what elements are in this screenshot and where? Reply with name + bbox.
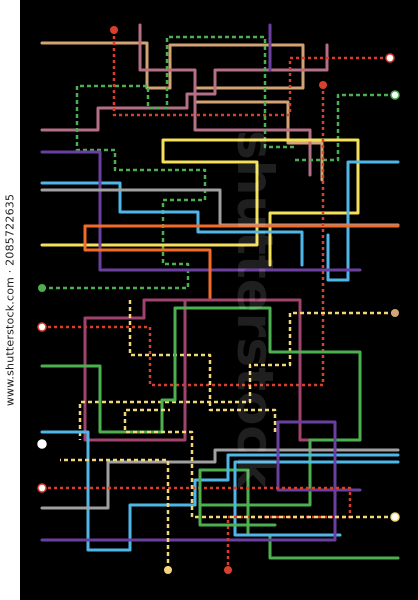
line-blue-3 xyxy=(40,430,400,552)
metro-map-panel: shutterstock xyxy=(20,0,418,600)
terminal-station-2 xyxy=(385,53,395,63)
line-light-yellow-dash-3 xyxy=(123,408,395,519)
terminal-station-1 xyxy=(319,81,327,89)
terminal-station-4 xyxy=(38,284,46,292)
terminal-station-5 xyxy=(37,322,47,332)
terminal-station-7 xyxy=(37,439,47,449)
line-red-dash-1 xyxy=(112,30,390,117)
metro-map-diagram xyxy=(20,0,418,600)
line-magenta-1 xyxy=(83,298,322,442)
terminal-station-10 xyxy=(164,566,172,574)
line-gray-2 xyxy=(40,448,400,510)
line-blue-2 xyxy=(326,160,400,282)
line-red-dash-2 xyxy=(42,85,325,387)
stock-watermark-text: www.shutterstock.com · 2085722635 xyxy=(3,193,17,407)
terminal-station-3 xyxy=(390,90,400,100)
line-orange-2 xyxy=(83,224,212,302)
line-purple-1 xyxy=(40,150,362,272)
line-light-yellow-dash-4 xyxy=(60,458,170,570)
transit-lines xyxy=(40,23,400,570)
line-yellow-1 xyxy=(40,138,360,267)
line-green-dash-1 xyxy=(42,35,295,290)
line-green-3 xyxy=(198,468,277,527)
line-light-yellow-dash-2 xyxy=(78,311,395,440)
line-terminals xyxy=(37,26,400,574)
line-blue-4 xyxy=(233,460,400,537)
terminal-station-8 xyxy=(37,483,47,493)
line-purple-3 xyxy=(40,420,362,542)
watermark-strip: www.shutterstock.com · 2085722635 xyxy=(0,0,20,600)
line-light-yellow-dash-1 xyxy=(128,300,277,435)
line-green-dash-2 xyxy=(295,93,395,162)
line-mauve-2 xyxy=(138,23,312,177)
line-blue-1 xyxy=(40,181,304,267)
terminal-station-6 xyxy=(391,309,399,317)
terminal-station-0 xyxy=(110,26,118,34)
terminal-station-11 xyxy=(224,566,232,574)
terminal-station-9 xyxy=(390,512,400,522)
